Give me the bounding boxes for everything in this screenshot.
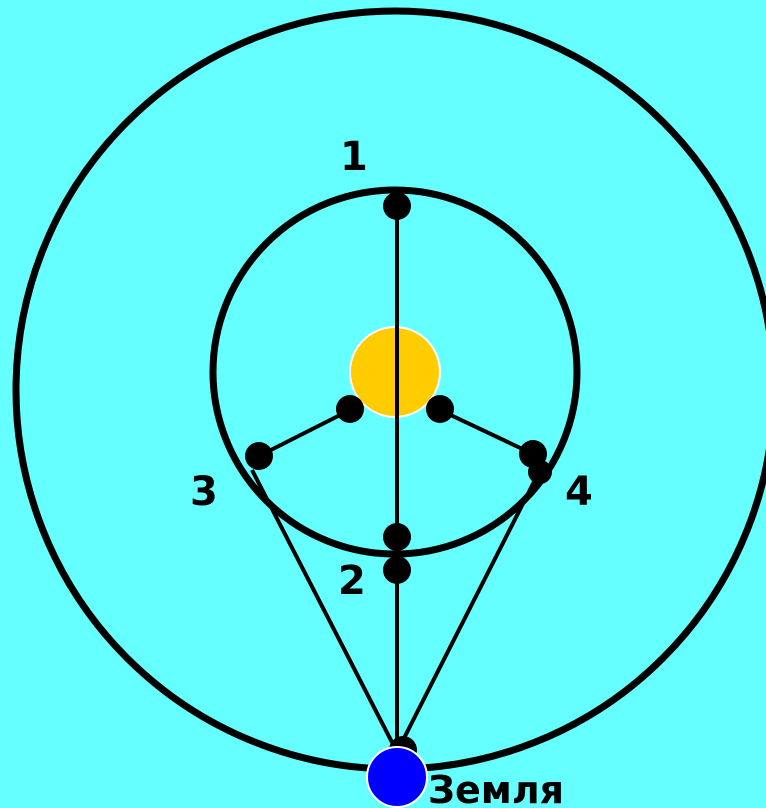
earth [367,747,427,807]
line-earth-to-4 [397,470,540,752]
label-earth: Земля [428,768,564,808]
sun-point-right [426,395,454,423]
line-earth-to-3 [252,470,397,752]
label-2: 2 [338,558,366,604]
point-3 [245,442,273,470]
line-sun-to-3 [259,410,350,456]
line-sun-to-4 [440,410,533,454]
point-4-outer [528,460,552,484]
point-2 [383,556,411,584]
sun-point-left [336,395,364,423]
label-3: 3 [190,469,218,515]
point-1 [383,192,411,220]
label-4: 4 [565,469,593,515]
point-2-inner [383,523,411,551]
label-1: 1 [340,134,368,180]
